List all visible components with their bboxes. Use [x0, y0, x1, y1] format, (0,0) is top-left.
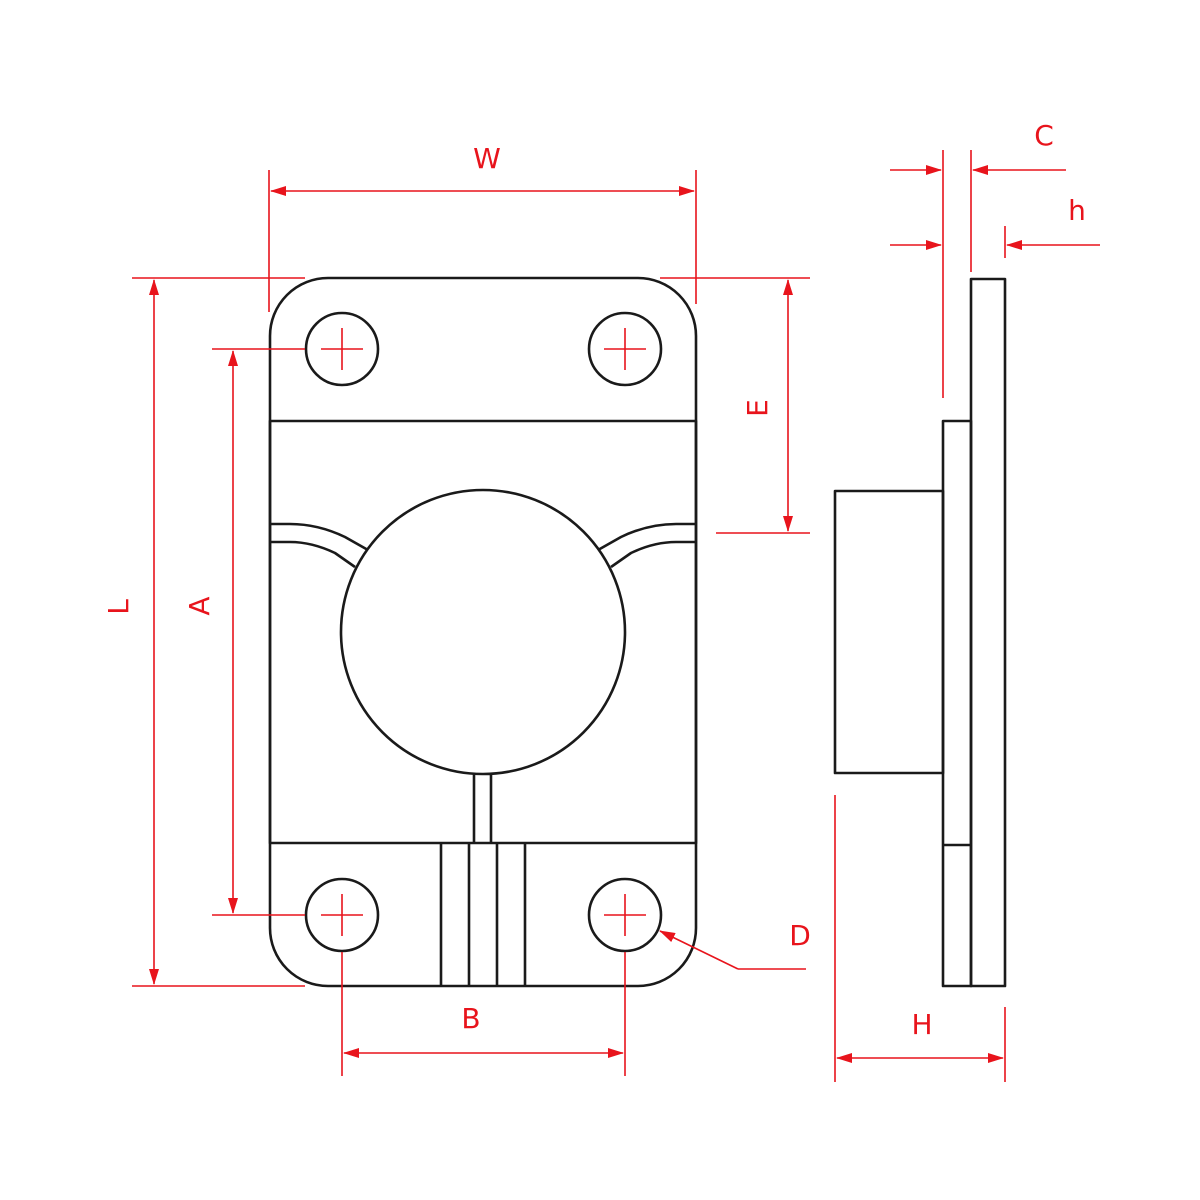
right-arm: [610, 540, 696, 569]
dimension-e: E: [660, 277, 810, 534]
dimension-label-c: C: [1034, 119, 1054, 152]
left-arm: [270, 522, 369, 552]
dimension-a: A: [183, 348, 305, 916]
mounting-hole: [587, 311, 663, 387]
dimension-label-e: E: [741, 399, 774, 417]
side-mid-plate: [941, 419, 973, 988]
dimension-h-small: h: [890, 194, 1100, 258]
mounting-hole: [304, 877, 380, 953]
dimension-label-l: L: [102, 599, 135, 615]
center-disc: [339, 488, 627, 776]
dimension-label-h-large: H: [911, 1008, 932, 1041]
dimension-d: D: [659, 919, 811, 970]
front-view: [268, 276, 698, 988]
dimension-label-w: W: [473, 142, 501, 175]
center-panel: [268, 419, 698, 845]
left-arm: [270, 540, 356, 569]
mounting-hole: [587, 877, 663, 953]
dimension-b: B: [341, 952, 626, 1076]
dimension-c: C: [890, 119, 1066, 398]
dimension-label-h-small: h: [1068, 194, 1086, 227]
dimension-label-b: B: [461, 1002, 480, 1035]
dimension-h-large: H: [834, 795, 1006, 1082]
mounting-hole: [304, 311, 380, 387]
dimension-l: L: [102, 277, 305, 987]
dimension-label-a: A: [183, 596, 216, 615]
side-base-plate: [969, 277, 1007, 988]
dimension-w: W: [268, 142, 697, 312]
side-boss: [833, 489, 945, 775]
right-arm: [597, 522, 696, 552]
side-view: [833, 277, 1007, 988]
dimension-label-d: D: [789, 919, 811, 952]
